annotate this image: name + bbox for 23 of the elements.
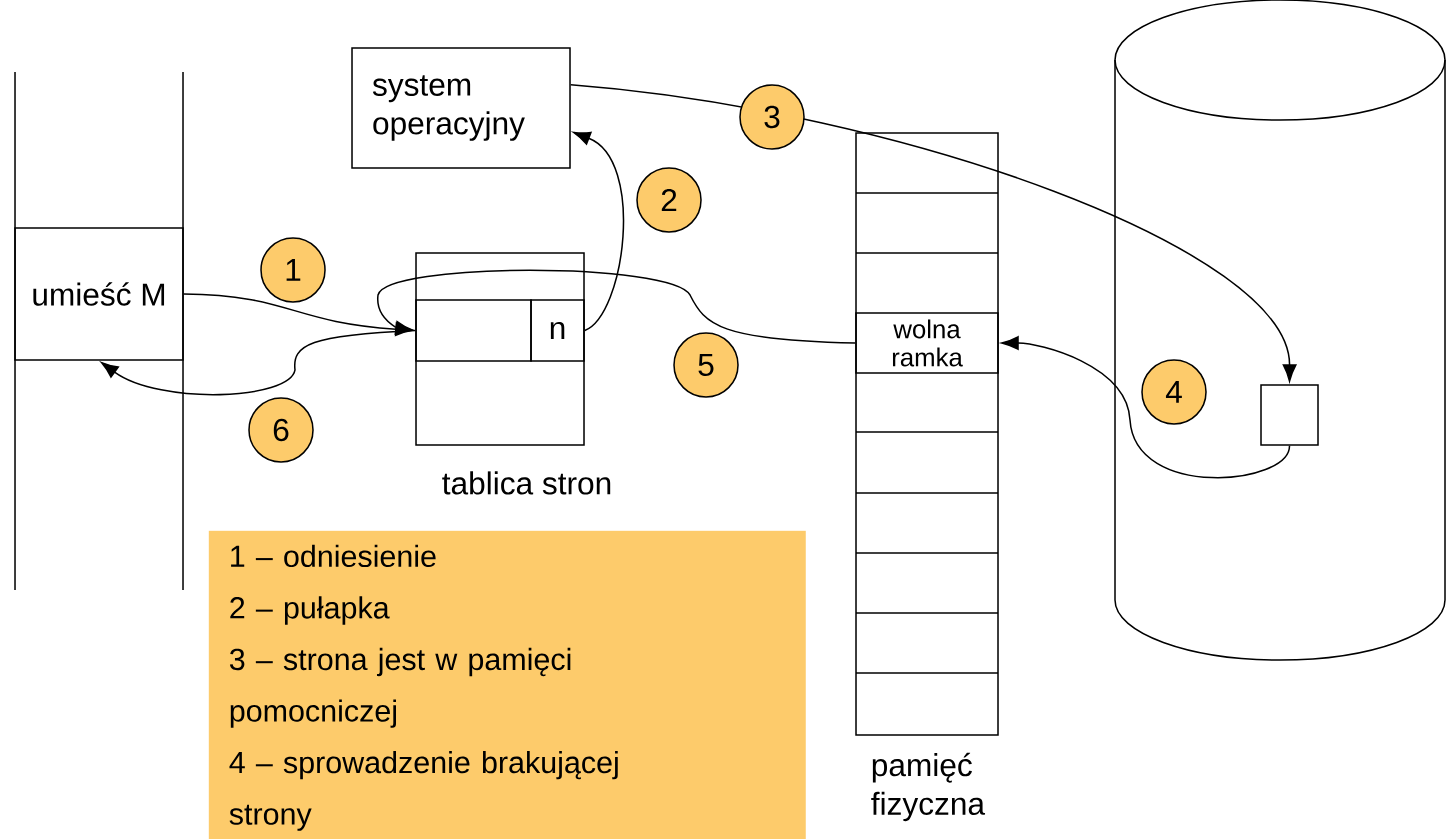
disk-cylinder <box>1114 0 1446 661</box>
arrow <box>100 329 416 396</box>
legend-box: 1 – odniesienie 2 – pułapka 3 – strona jest w pamięci pomocniczej 4 – sprowadzenie brakującej strony <box>208 530 806 839</box>
step-number: 3 <box>739 84 805 150</box>
step-number: 2 <box>636 167 702 233</box>
arrow <box>570 83 1297 382</box>
frame-box: wolna ramka <box>855 312 999 374</box>
table-cell <box>415 299 532 362</box>
step-number: 4 <box>1141 359 1207 425</box>
page-table <box>415 252 585 446</box>
step-number: 5 <box>673 332 739 398</box>
arrow <box>572 131 625 332</box>
memory-column <box>855 132 999 736</box>
table-cell: n <box>530 299 585 362</box>
caption-text: pamięć fizyczna <box>871 752 986 822</box>
arrow <box>377 269 856 344</box>
process-box: umieść M <box>14 227 184 361</box>
os-box: system operacyjny <box>351 47 571 169</box>
step-number: 1 <box>260 237 326 303</box>
step-number: 6 <box>248 397 314 463</box>
page-box <box>1260 384 1319 446</box>
arrow <box>1001 336 1291 479</box>
caption-text: tablica stron <box>442 471 611 495</box>
